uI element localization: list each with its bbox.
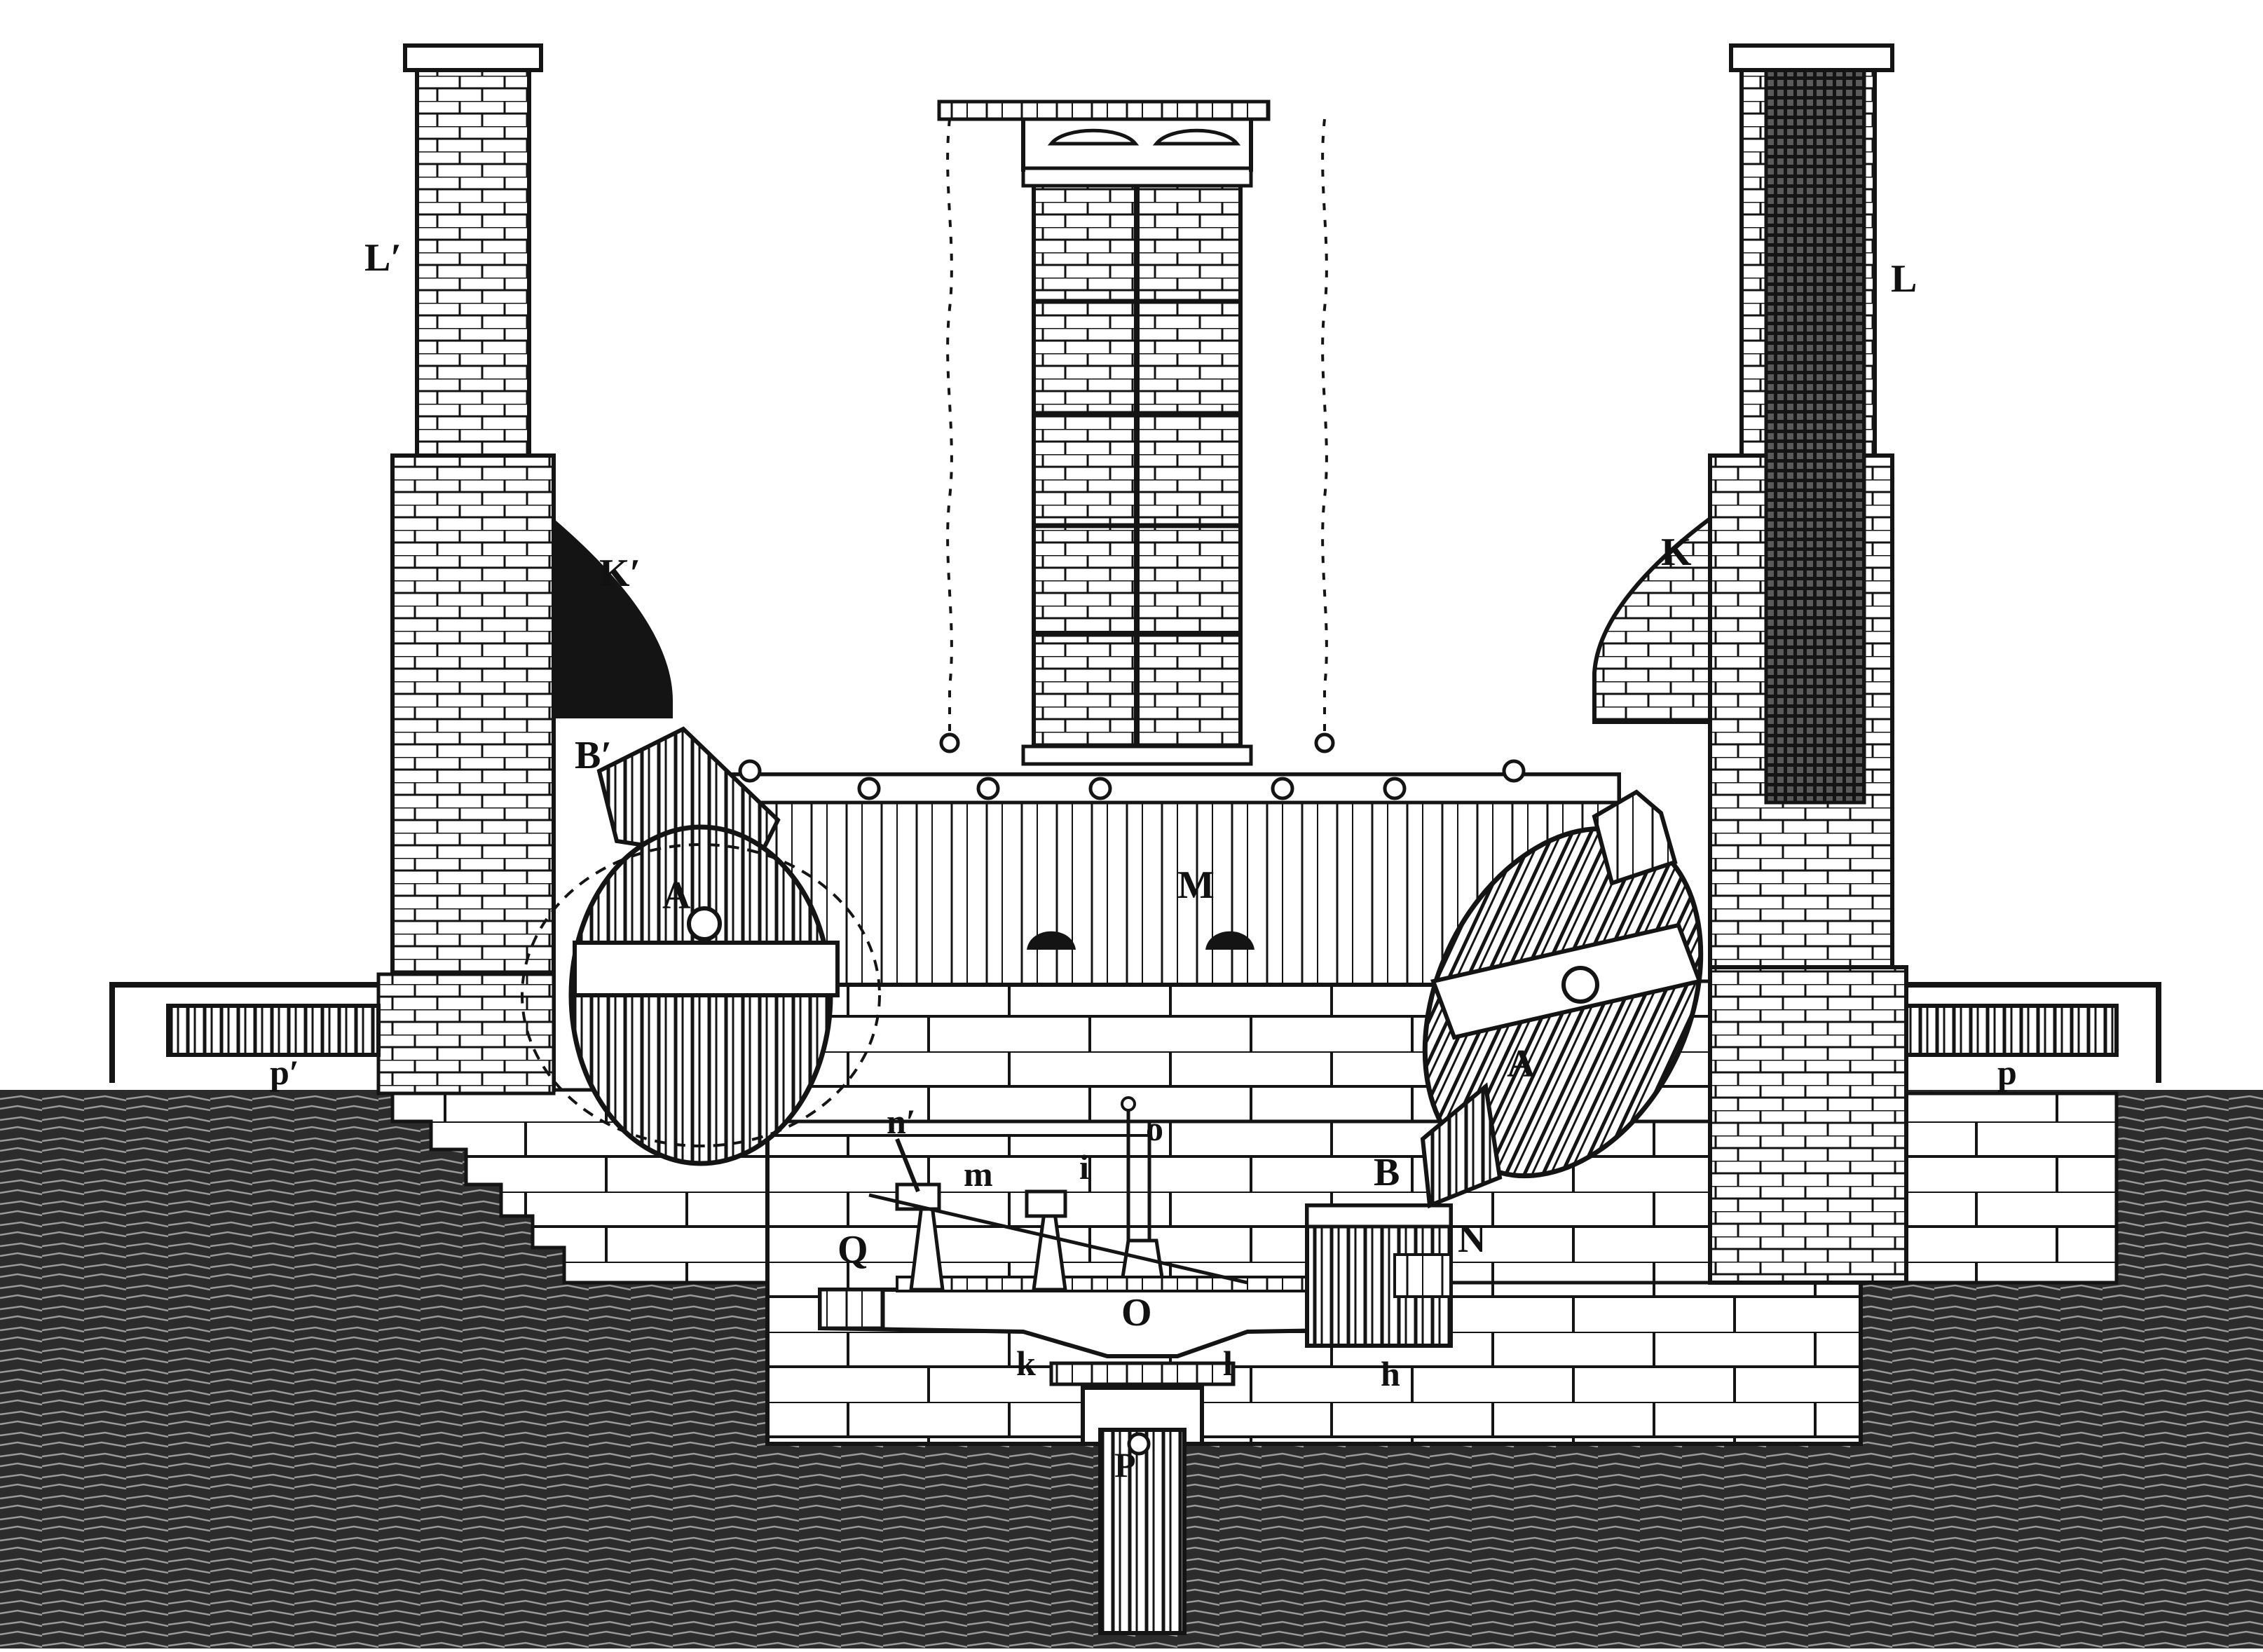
label-l-prime: L′ — [364, 236, 402, 280]
label-p: p — [1997, 1053, 2017, 1092]
label-k-lower: k — [1016, 1344, 1036, 1383]
label-a-right: A — [1507, 1042, 1536, 1086]
top-weight-right — [1152, 128, 1241, 146]
label-l-lower: l — [1223, 1344, 1233, 1383]
label-p-post: P — [1114, 1445, 1136, 1484]
right-hood — [1592, 514, 1712, 724]
label-h: h — [1381, 1354, 1400, 1393]
label-k: K — [1661, 531, 1692, 574]
label-b: B — [1374, 1151, 1400, 1194]
left-blast-pipe — [166, 1004, 381, 1057]
rack-gear — [1049, 1361, 1236, 1386]
right-blast-pipe — [1904, 1004, 2119, 1057]
label-o-upper: O — [1121, 1291, 1152, 1334]
right-pipe-frame — [1906, 982, 2161, 1083]
label-q: Q — [837, 1228, 868, 1271]
top-beam — [937, 100, 1271, 121]
label-l: L — [1891, 257, 1917, 301]
right-chain — [1321, 118, 1328, 739]
label-m: M — [1177, 863, 1215, 907]
vessel-port-right — [1205, 931, 1254, 950]
left-pipe-frame — [109, 982, 378, 1083]
label-m-lower: m — [964, 1154, 993, 1194]
top-weight-left — [1047, 128, 1140, 146]
label-k-prime: K′ — [599, 552, 641, 595]
left-chimney — [415, 64, 531, 458]
label-a-left: A — [662, 874, 691, 917]
label-n-prime: n′ — [887, 1102, 916, 1141]
left-converter-nozzle — [596, 726, 781, 865]
left-hood — [554, 519, 673, 718]
right-flue — [1764, 64, 1866, 805]
label-i: i — [1079, 1147, 1089, 1187]
right-converter-trunnion — [1592, 789, 1678, 886]
vessel-port-left — [1027, 931, 1076, 950]
label-n: N — [1458, 1217, 1486, 1261]
left-chain — [946, 118, 953, 739]
hydraulic-ram-post — [1098, 1428, 1187, 1635]
label-p-prime: p′ — [270, 1053, 299, 1092]
label-b-prime: B′ — [575, 734, 613, 777]
right-converter-nozzle — [1420, 1082, 1503, 1209]
label-o: o — [1146, 1109, 1163, 1148]
